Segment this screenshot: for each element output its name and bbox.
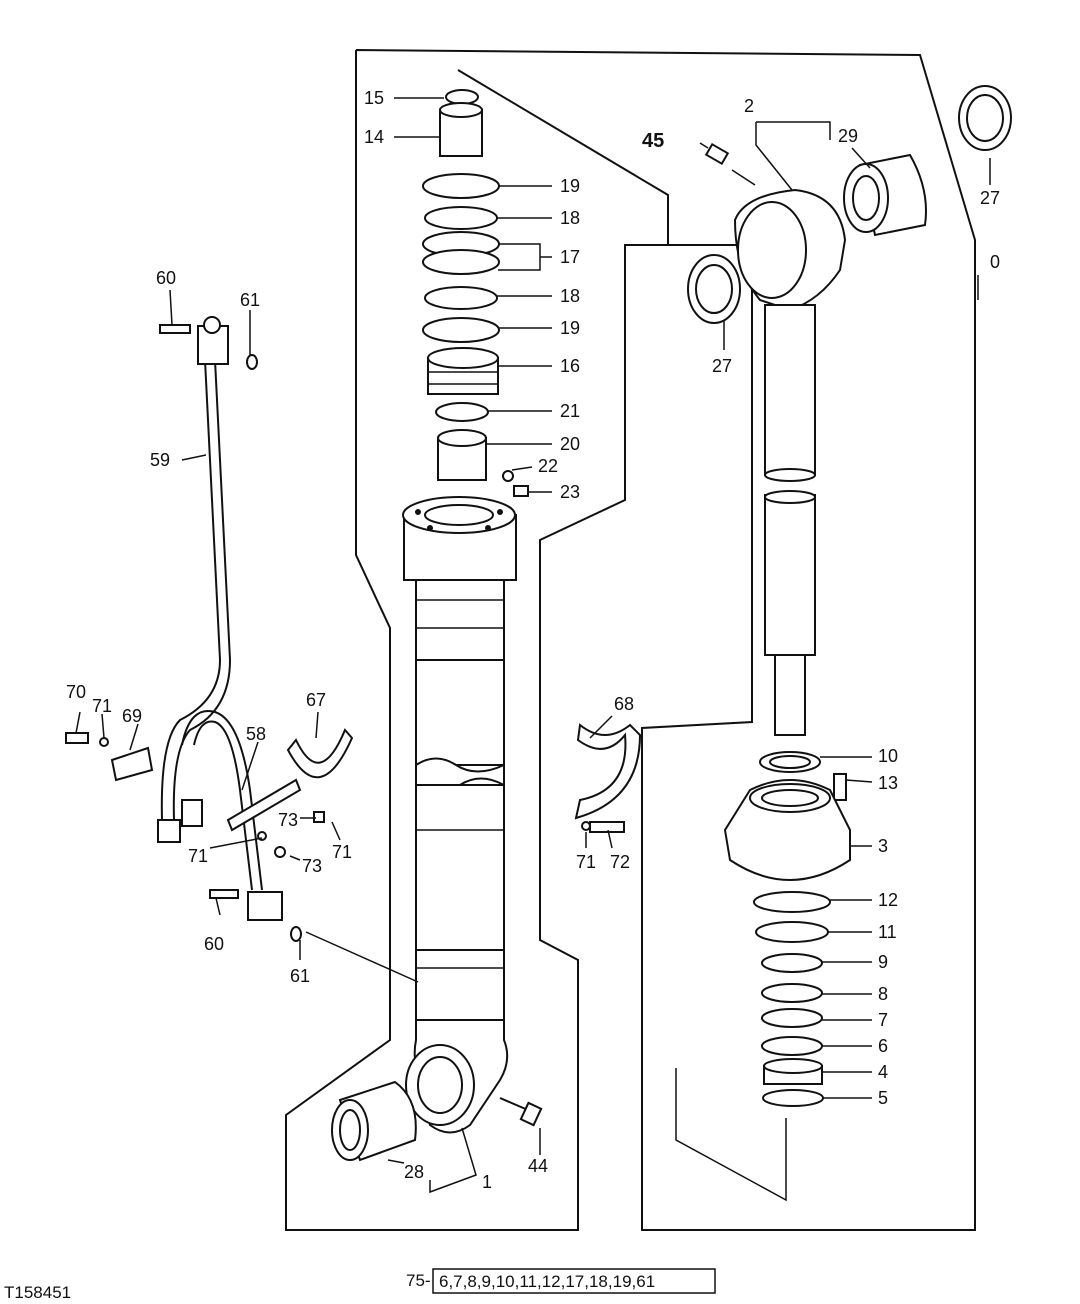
callout-27: 27	[712, 356, 732, 376]
callout-22: 22	[538, 456, 558, 476]
callout-71: 71	[92, 696, 112, 716]
piston-rod	[733, 188, 847, 736]
bushing-28	[331, 1080, 417, 1162]
callout-70: 70	[66, 682, 86, 702]
callout-9: 9	[878, 952, 888, 972]
leader-lines	[75, 97, 991, 1194]
callout-15: 15	[364, 88, 384, 108]
callout-27: 27	[980, 188, 1000, 208]
callout-labels: 15 14 19 18 17 18 19 16 21 20 22 23 2 45…	[66, 88, 1000, 1192]
callout-61: 61	[240, 290, 260, 310]
cylinder-barrel	[402, 496, 517, 1134]
callout-18: 18	[560, 208, 580, 228]
callout-29: 29	[838, 126, 858, 146]
callout-61: 61	[290, 966, 310, 986]
callout-59: 59	[150, 450, 170, 470]
callout-12: 12	[878, 890, 898, 910]
kit-items-box	[432, 1268, 716, 1294]
callout-71: 71	[576, 852, 596, 872]
dust-seal-27-left	[687, 254, 741, 324]
callout-71: 71	[332, 842, 352, 862]
callout-60: 60	[204, 934, 224, 954]
clamp-67	[226, 728, 354, 832]
callout-44: 44	[528, 1156, 548, 1176]
callout-8: 8	[878, 984, 888, 1004]
callout-68: 68	[614, 694, 634, 714]
callout-28: 28	[404, 1162, 424, 1182]
dust-seal-27-right	[958, 85, 1012, 151]
callout-73: 73	[278, 810, 298, 830]
callout-14: 14	[364, 127, 384, 147]
internal-parts-boundary	[457, 69, 669, 245]
callout-3: 3	[878, 836, 888, 856]
grease-fitting-45	[699, 142, 756, 186]
callout-19: 19	[560, 318, 580, 338]
callout-17: 17	[560, 247, 580, 267]
callout-23: 23	[560, 482, 580, 502]
lower-bracket-line	[675, 1068, 787, 1202]
callout-1: 1	[482, 1172, 492, 1192]
kit-number: 75-	[406, 1271, 431, 1290]
callout-7: 7	[878, 1010, 888, 1030]
callout-73: 73	[302, 856, 322, 876]
assembly-boundary-outline	[285, 49, 976, 1231]
callout-2: 2	[744, 96, 754, 116]
callout-13: 13	[878, 773, 898, 793]
bolts-73	[257, 811, 325, 858]
callout-6: 6	[878, 1036, 888, 1056]
callout-72: 72	[610, 852, 630, 872]
callout-16: 16	[560, 356, 580, 376]
rod-cover-and-seals	[723, 751, 851, 1107]
callout-21: 21	[560, 401, 580, 421]
callout-5: 5	[878, 1088, 888, 1108]
kit-items: 6,7,8,9,10,11,12,17,18,19,61	[439, 1272, 655, 1291]
clamp-69	[65, 732, 154, 782]
clamp-68	[574, 723, 642, 833]
callout-45: 45	[642, 130, 664, 152]
bushing-29	[843, 153, 927, 237]
callout-58: 58	[246, 724, 266, 744]
hydraulic-tube-59	[157, 316, 258, 843]
callout-4: 4	[878, 1062, 888, 1082]
figure-id: T158451	[4, 1283, 71, 1302]
callout-60: 60	[156, 268, 176, 288]
callout-71: 71	[188, 846, 208, 866]
callout-67: 67	[306, 690, 326, 710]
hydraulic-tube-58	[181, 709, 302, 942]
callout-19: 19	[560, 176, 580, 196]
callout-11: 11	[878, 922, 897, 942]
callout-18: 18	[560, 286, 580, 306]
callout-69: 69	[122, 706, 142, 726]
piston-internal-parts	[422, 89, 529, 497]
grease-fitting-44	[499, 1097, 543, 1127]
callout-10: 10	[878, 746, 898, 766]
callout-20: 20	[560, 434, 580, 454]
callout-0: 0	[990, 252, 1000, 272]
